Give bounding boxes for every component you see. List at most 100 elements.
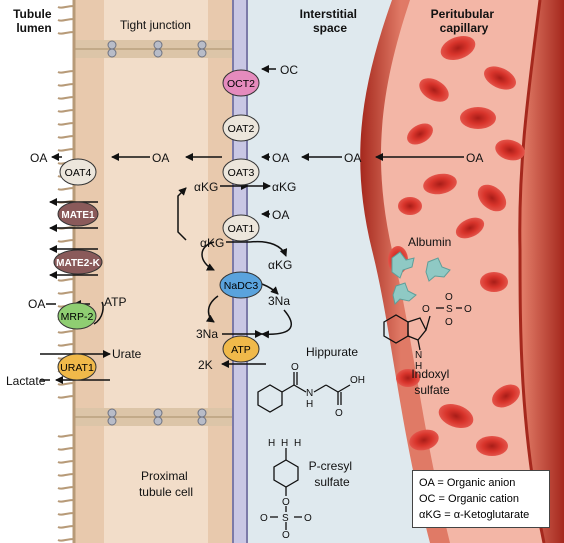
svg-text:O: O [282, 530, 290, 541]
microvillus [57, 538, 75, 542]
svg-text:O: O [291, 362, 299, 373]
legend-oa: OA = Organic anion [419, 477, 516, 489]
microvillus [57, 83, 75, 87]
oa-label-interstitium: OA [272, 151, 289, 165]
atp-label-mrp2: ATP [104, 295, 126, 309]
microvillus [57, 291, 75, 295]
capillary-wall-right [518, 0, 546, 543]
oa-label-oat1: OA [272, 208, 289, 222]
three-na-label-interstitium: 3Na [268, 294, 290, 308]
hippurate-structure [257, 372, 351, 413]
microvillus [57, 525, 75, 529]
mrp2-transporter: MRP-2 [57, 302, 97, 330]
akg-label-cell-oat3: αKG [194, 180, 218, 194]
svg-text:OAT2: OAT2 [228, 123, 255, 135]
oa-label-lumen: OA [30, 151, 47, 165]
microvillus [57, 5, 75, 9]
svg-text:N: N [306, 388, 313, 399]
tight-junction-beads [107, 40, 207, 426]
svg-text:O: O [464, 304, 472, 315]
indoxyl-sulfate-label: Indoxyl sulfate [411, 367, 452, 397]
svg-text:NaDC3: NaDC3 [224, 280, 259, 292]
microvillus [57, 148, 75, 152]
oa-label-cell: OA [152, 151, 169, 165]
svg-text:ATP: ATP [231, 344, 251, 356]
oat2-transporter: OAT2 [222, 114, 260, 142]
interstitial-space-header: Interstitial space [300, 7, 361, 35]
akg-label-interstitium-nadc3: αKG [268, 258, 292, 272]
oa-label-capillary: OA [466, 151, 483, 165]
oa-label-mrp2: OA [28, 297, 45, 311]
p-cresyl-atoms: H H H O S O O O [260, 438, 312, 541]
akg-label-interstitium-oat3: αKG [272, 180, 296, 194]
brush-border-microvilli [57, 5, 75, 542]
mate1-transporter: MATE1 [57, 201, 99, 227]
svg-text:O: O [445, 292, 453, 303]
p-cresyl-sulfate-label: P-cresyl sulfate [309, 459, 356, 489]
svg-text:S: S [282, 513, 289, 524]
microvillus [57, 31, 75, 35]
molecule-labels: Albumin Indoxyl sulfate Hippurate P-cres… [306, 235, 452, 489]
svg-text:MATE2-K: MATE2-K [56, 258, 100, 269]
akg-label-cell-oat1: αKG [200, 236, 224, 250]
oc-label: OC [280, 63, 298, 77]
mate2k-transporter: MATE2-K [53, 249, 103, 275]
abbreviation-legend: OA = Organic anion OC = Organic cation α… [412, 470, 550, 528]
microvillus [57, 96, 75, 100]
svg-text:URAT1: URAT1 [60, 362, 94, 374]
oat1-transporter: OAT1 [222, 214, 260, 242]
indoxyl-sulfate-atoms: O S O O O N H [415, 292, 472, 372]
legend-akg: αKG = α-Ketoglutarate [419, 509, 530, 521]
albumin-molecules [391, 251, 451, 305]
substrate-labels: OC OA OA OA OA OA αKG αKG OA αKG αKG 3Na… [6, 63, 483, 388]
albumin-label: Albumin [408, 235, 451, 249]
microvillus [57, 135, 75, 139]
svg-text:N: N [415, 350, 422, 361]
svg-text:H: H [294, 438, 301, 449]
transport-arrows [40, 65, 464, 384]
three-na-label-cell: 3Na [196, 327, 218, 341]
atp-pump: ATP [222, 335, 260, 363]
tight-junction-label: Tight junction [120, 18, 191, 32]
microvillus [57, 343, 75, 347]
svg-text:OAT3: OAT3 [228, 167, 255, 179]
lactate-label: Lactate [6, 374, 46, 388]
oat3-transporter: OAT3 [222, 158, 260, 186]
two-k-label: 2K [198, 358, 213, 372]
indoxyl-sulfate-structure [383, 307, 462, 351]
svg-text:O: O [282, 497, 290, 508]
svg-text:OCT2: OCT2 [227, 78, 255, 90]
svg-text:O: O [260, 513, 268, 524]
svg-text:MRP-2: MRP-2 [61, 311, 94, 323]
microvillus [57, 109, 75, 113]
microvillus [57, 122, 75, 126]
p-cresyl-structure [270, 448, 302, 530]
microvillus [57, 330, 75, 334]
microvillus [57, 395, 75, 399]
microvillus [57, 18, 75, 22]
legend-oc: OC = Organic cation [419, 493, 519, 505]
microvillus [57, 499, 75, 503]
proximal-tubule-cell-label: Proximal tubule cell [139, 469, 193, 499]
microvillus [57, 486, 75, 490]
hippurate-atoms: O N H O OH [291, 362, 365, 419]
svg-text:O: O [304, 513, 312, 524]
red-blood-cells [388, 35, 525, 456]
microvillus [57, 512, 75, 516]
svg-text:O: O [445, 317, 453, 328]
svg-text:H: H [306, 399, 313, 410]
svg-text:H: H [281, 438, 288, 449]
microvillus [57, 473, 75, 477]
oat4-transporter: OAT4 [59, 158, 97, 186]
svg-text:O: O [335, 408, 343, 419]
hippurate-label: Hippurate [306, 345, 358, 359]
svg-text:S: S [446, 304, 453, 315]
microvillus [57, 278, 75, 282]
svg-text:OH: OH [350, 375, 365, 386]
nadc3-transporter: NaDC3 [219, 271, 263, 299]
microvillus [57, 460, 75, 464]
svg-text:MATE1: MATE1 [61, 210, 95, 221]
microvillus [57, 434, 75, 438]
tubule-lumen-header: Tubule lumen [13, 7, 55, 35]
